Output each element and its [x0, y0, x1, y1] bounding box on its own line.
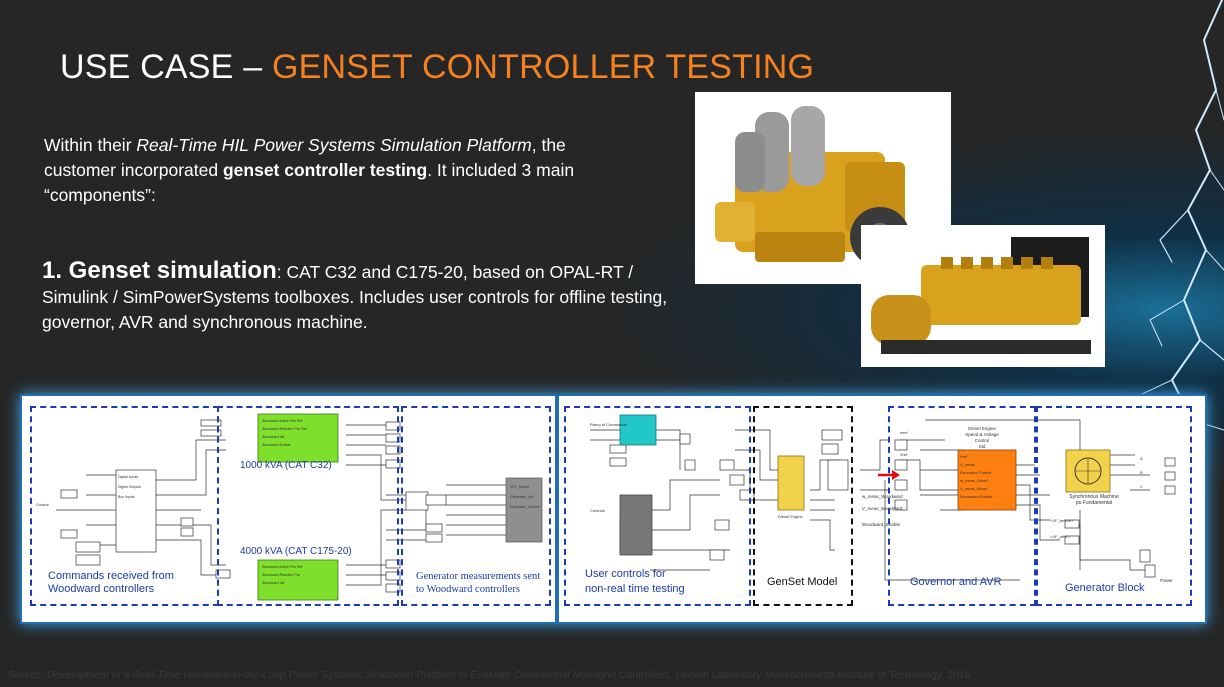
generator-block-caption: Generator Block: [1065, 582, 1145, 594]
wire-label-power: Power: [1160, 578, 1173, 583]
kva-1000-label: 1000 kVA (CAT C32): [240, 460, 332, 471]
svg-text:Woodward Active Pwr Ref: Woodward Active Pwr Ref: [262, 565, 302, 569]
genset-simulation-paragraph: 1. Genset simulation: CAT C32 and C175-2…: [42, 258, 682, 335]
commands-caption-line-1: Commands received from: [48, 570, 174, 582]
svg-text:Vref: Vref: [900, 452, 908, 457]
user-controls-caption-line-2: non-real time testing: [585, 583, 685, 595]
svg-text:Controls: Controls: [590, 508, 605, 513]
engine-label-2: Speed & Voltage: [965, 432, 999, 437]
genset-model-region: [753, 406, 853, 606]
intro-text-3: . It included 3 main “components”:: [44, 160, 575, 205]
svg-text:Digital Inputs: Digital Inputs: [118, 475, 138, 479]
genset-models-region: [217, 406, 399, 606]
svg-text:Generator Enable: Generator Enable: [960, 470, 992, 475]
source-suffix: , Lincoln Laboratory Massachusetts Insti…: [669, 669, 971, 681]
svg-text:Woodward Enable: Woodward Enable: [262, 443, 291, 447]
svg-text:Console: Console: [36, 503, 49, 507]
intro-text-2: , the customer incorporated: [44, 135, 566, 180]
svg-text:B: B: [1140, 470, 1143, 475]
svg-text:Woodward Init: Woodward Init: [262, 581, 284, 585]
engine-label-1: Diesel Engine: [968, 426, 996, 431]
measurements-caption-line-1: Generator measurements sent: [416, 571, 541, 582]
genset-body: : CAT C32 and C175-20, based on OPAL-RT …: [42, 262, 668, 332]
svg-text:<VF_before>: <VF_before>: [1050, 518, 1074, 523]
intro-paragraph: Within their Real-Time HIL Power Systems…: [44, 133, 604, 208]
measurements-region: [401, 406, 551, 606]
generator-block-region: [1036, 406, 1192, 606]
governor-avr-region: [888, 406, 1036, 606]
svg-text:Diesel Engine: Diesel Engine: [778, 514, 803, 519]
lightning-icon: [1139, 0, 1224, 471]
panel-divider: [555, 396, 559, 622]
svg-text:Vref: Vref: [960, 454, 968, 459]
svg-text:VP1_Speed: VP1_Speed: [510, 485, 529, 489]
svg-text:A: A: [1140, 456, 1143, 461]
source-prefix: Source:: [8, 669, 48, 681]
title-prefix: USE CASE –: [60, 48, 272, 86]
svg-text:wref: wref: [900, 430, 908, 435]
svg-text:Ramp of Commands: Ramp of Commands: [590, 422, 627, 427]
intro-text-1: Within their: [44, 135, 137, 155]
wire-label-v-meas: V_meas_Woodward: [862, 506, 903, 511]
svg-text:V_meas_Wood: V_meas_Wood: [960, 486, 987, 491]
svg-text:C: C: [1140, 484, 1143, 489]
sync-label-2: pu Fundamental: [1075, 500, 1113, 506]
generator-photo: [861, 225, 1105, 367]
svg-text:<VF_after>: <VF_after>: [1050, 534, 1071, 539]
governor-avr-caption: Governor and AVR: [910, 576, 1002, 588]
intro-platform-name: Real-Time HIL Power Systems Simulation P…: [136, 135, 532, 155]
slide-title: USE CASE – GENSET CONTROLLER TESTING: [60, 48, 814, 87]
svg-text:Woodward Active Pwr Ref: Woodward Active Pwr Ref: [262, 419, 302, 423]
wire-label-enable: Woodward_Enable: [862, 522, 900, 527]
engine-block-label: Diesel Engine Speed & Voltage Control St…: [952, 426, 1012, 450]
sync-label-1: Synchronous Machine: [1069, 494, 1119, 500]
sync-machine-label: Synchronous Machine pu Fundamental: [1064, 494, 1124, 506]
commands-caption-line-2: Woodward controllers: [48, 583, 155, 595]
svg-text:Woodward Reactive Pwr Ref: Woodward Reactive Pwr Ref: [262, 427, 307, 431]
engine-label-4: Std: [978, 444, 986, 449]
user-controls-region: [564, 406, 751, 606]
svg-text:Bus Inputs: Bus Inputs: [118, 495, 135, 499]
svg-text:Woodward Init: Woodward Init: [262, 435, 284, 439]
genset-model-caption: GenSet Model: [767, 576, 838, 588]
measurements-caption-line-2: to Woodward controllers: [416, 584, 520, 595]
svg-text:V_meas: V_meas: [960, 462, 975, 467]
svg-text:Digital Outputs: Digital Outputs: [118, 485, 141, 489]
svg-text:Generator_Volt: Generator_Volt: [510, 495, 534, 499]
kva-4000-label: 4000 kVA (CAT C175-20): [240, 546, 352, 557]
svg-text:Generator_Current: Generator_Current: [510, 505, 539, 509]
user-controls-caption-line-1: User controls for: [585, 568, 666, 580]
engine-photo: [695, 92, 951, 284]
wire-label-w-meas: w_meas_Woodward: [862, 494, 903, 499]
title-accent: GENSET CONTROLLER TESTING: [271, 48, 815, 86]
svg-text:Woodward Reactive Pwr: Woodward Reactive Pwr: [262, 573, 301, 577]
source-title: Development of a Real-Time Hardware-in-t…: [47, 669, 670, 681]
svg-text:Woodward Enable: Woodward Enable: [960, 494, 993, 499]
engine-label-3: Control: [974, 438, 990, 443]
source-citation: Source: Development of a Real-Time Hardw…: [8, 669, 970, 681]
svg-text:w_meas_Wood: w_meas_Wood: [960, 478, 988, 483]
genset-heading: 1. Genset simulation: [42, 257, 277, 284]
intro-emphasis: genset controller testing: [222, 160, 428, 180]
